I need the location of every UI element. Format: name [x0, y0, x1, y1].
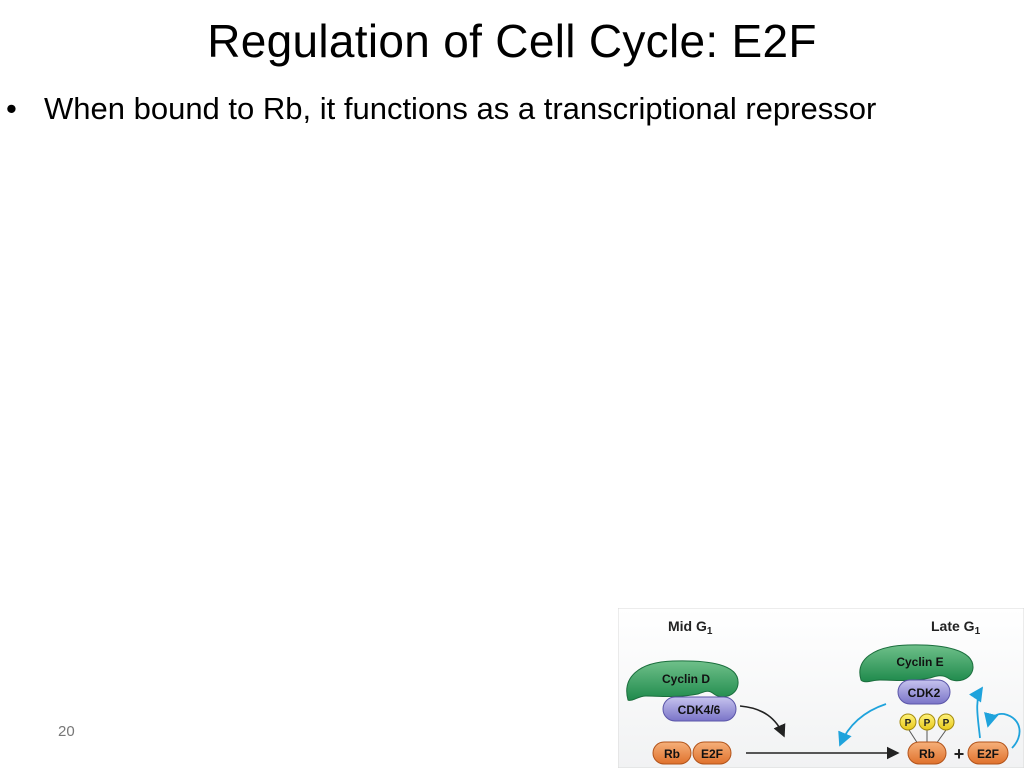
mid-g1-label: Mid G1	[668, 618, 713, 637]
cyclin-d-shape	[626, 660, 739, 701]
cell-cycle-diagram: Mid G1 Late G1 Cyclin D CDK4/6 Rb E2F Cy…	[618, 608, 1024, 768]
phosphate-1-shape	[899, 713, 917, 731]
cdk2-feedback-arrow	[838, 703, 887, 747]
phosphate-3-label: P	[943, 718, 950, 729]
late-g1-label: Late G1	[931, 618, 981, 637]
cyclin-d-label: Cyclin D	[662, 672, 710, 686]
bullet-item: • When bound to Rb, it functions as a tra…	[6, 86, 906, 132]
e2f-right-label: E2F	[977, 747, 999, 761]
bullet-dot-icon: •	[6, 91, 17, 126]
rb-left-label: Rb	[664, 747, 680, 761]
mid-g1-text: Mid G	[668, 618, 707, 634]
cdk46-action-arrow	[739, 705, 786, 738]
cyclin-e-label: Cyclin E	[896, 655, 943, 669]
bullet-list: • When bound to Rb, it functions as a tra…	[6, 86, 906, 132]
e2f-left-label: E2F	[701, 747, 723, 761]
e2f-left-shape	[692, 741, 732, 765]
phosphate-3-shape	[937, 713, 955, 731]
phosphate-link-1	[908, 729, 919, 745]
slide-title: Regulation of Cell Cycle: E2F	[207, 15, 817, 67]
e2f-right-shape	[967, 741, 1009, 765]
cdk2-shape	[897, 679, 951, 705]
cyclin-e-shape	[859, 644, 974, 683]
bullet-text: When bound to Rb, it functions as a tran…	[44, 91, 877, 126]
rb-right-shape	[907, 741, 947, 765]
page-number: 20	[58, 723, 75, 740]
late-g1-subscript: 1	[975, 626, 981, 637]
phosphate-1-label: P	[905, 718, 912, 729]
phosphate-2-label: P	[924, 718, 931, 729]
late-g1-text: Late G	[931, 618, 975, 634]
cdk46-label: CDK4/6	[678, 703, 721, 717]
e2f-feedback-arrow-loop	[984, 712, 1021, 749]
phosphate-link-3	[935, 729, 947, 745]
mid-g1-subscript: 1	[707, 626, 713, 637]
rb-right-label: Rb	[919, 747, 935, 761]
phosphate-2-shape	[918, 713, 936, 731]
e2f-feedback-arrow-up	[969, 686, 983, 739]
rb-left-shape	[652, 741, 692, 765]
plus-sign: +	[954, 744, 965, 764]
cdk46-shape	[662, 696, 737, 722]
cdk2-label: CDK2	[908, 686, 941, 700]
